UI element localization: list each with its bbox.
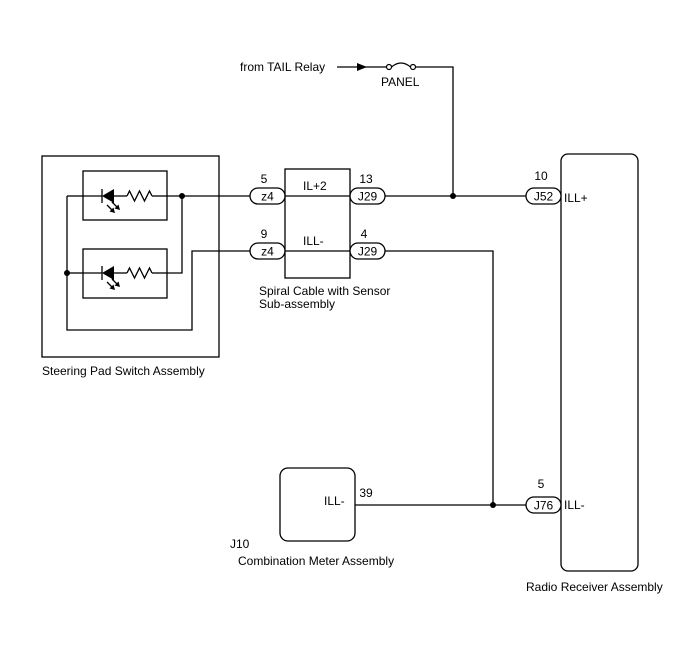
wire-outer-loop xyxy=(66,196,250,331)
connector-id-z4-bottom: z4 xyxy=(261,245,274,259)
pin-number-spiral-left-bottom: 9 xyxy=(261,227,268,241)
radio-receiver-box xyxy=(560,153,639,572)
junction-dot-bottom xyxy=(490,502,496,508)
pin-number-radio-top: 10 xyxy=(534,169,548,183)
wire-lower-lamp-right xyxy=(167,196,183,274)
radio-receiver-label: Radio Receiver Assembly xyxy=(526,580,663,594)
led-lamp-upper xyxy=(82,170,168,221)
wire-fuse-junction xyxy=(415,66,454,196)
spiral-signal-top: IL+2 xyxy=(303,179,327,193)
spiral-cable-label-line1: Spiral Cable with Sensor xyxy=(259,284,390,298)
pin-number-radio-bottom: 5 xyxy=(538,477,545,491)
source-label: from TAIL Relay xyxy=(240,60,325,74)
spiral-cable-box xyxy=(284,168,351,279)
connector-pill-z4-bottom xyxy=(249,242,286,260)
spiral-signal-bottom: ILL- xyxy=(303,234,324,248)
radio-signal-top: ILL+ xyxy=(564,191,588,205)
fuse-symbol xyxy=(385,62,417,71)
fuse-label: PANEL xyxy=(381,75,420,89)
connector-id-j52: J52 xyxy=(534,190,554,204)
radio-signal-bottom: ILL- xyxy=(564,498,585,512)
combination-meter-box xyxy=(279,467,356,542)
pin-number-spiral-left-top: 5 xyxy=(261,172,268,186)
combination-meter-label: Combination Meter Assembly xyxy=(238,554,394,568)
pin-number-meter: 39 xyxy=(359,486,373,500)
wire-ill-minus-down xyxy=(385,250,494,505)
connector-pill-z4-top xyxy=(249,187,286,205)
connector-pill-j52 xyxy=(525,187,562,205)
connector-pill-j76 xyxy=(525,496,562,514)
pin-number-spiral-right-top: 13 xyxy=(359,172,373,186)
steering-pad-label: Steering Pad Switch Assembly xyxy=(42,364,205,378)
connector-id-j29-top: J29 xyxy=(358,190,378,204)
connector-id-j76: J76 xyxy=(534,499,554,513)
pin-number-spiral-right-bottom: 4 xyxy=(361,227,368,241)
junction-dot-left xyxy=(64,270,70,276)
meter-connector-id: J10 xyxy=(230,537,250,551)
meter-signal: ILL- xyxy=(324,494,345,508)
led-lamp-lower xyxy=(82,248,168,299)
connector-id-j29-bottom: J29 xyxy=(358,245,378,259)
spiral-cable-label-line2: Sub-assembly xyxy=(259,297,335,311)
connector-id-z4-top: z4 xyxy=(261,190,274,204)
